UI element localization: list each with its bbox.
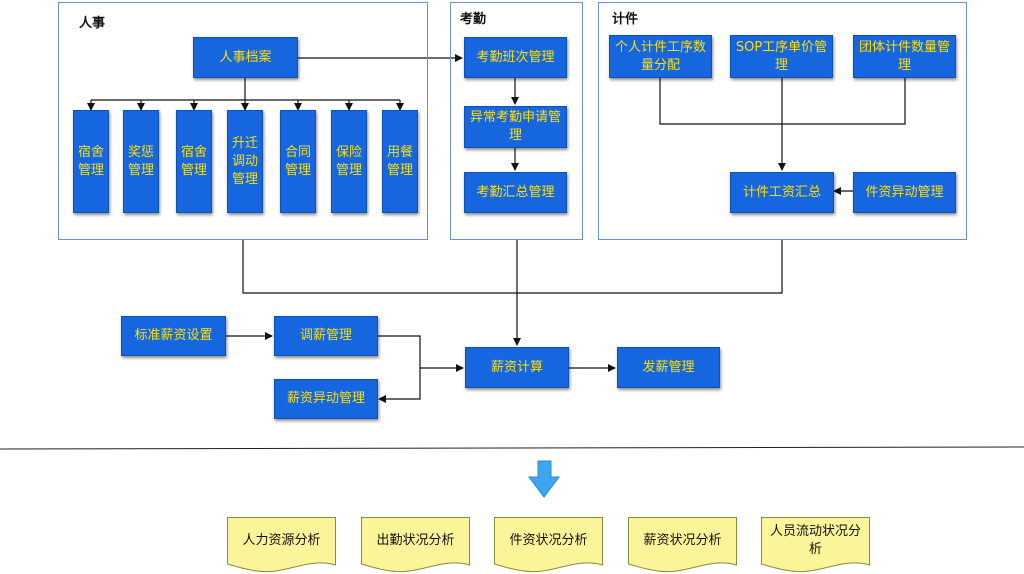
- node-attendance-shift: 考勤班次管理: [464, 37, 567, 78]
- doc-attendance-analysis-label: 出勤状况分析: [376, 533, 455, 548]
- group-piecework-title: 计件: [612, 12, 639, 27]
- doc-attendance-analysis: 出勤状况分析: [361, 517, 470, 573]
- node-hr-archive: 人事档案: [193, 37, 298, 78]
- doc-salary-analysis-label: 薪资状况分析: [643, 533, 722, 548]
- node-piecework-wage-summary: 计件工资汇总: [730, 172, 834, 213]
- doc-hr-analysis: 人力资源分析: [227, 517, 336, 573]
- node-salary-calc: 薪资计算: [465, 347, 569, 388]
- node-hr-insurance: 保险 管理: [331, 110, 367, 213]
- node-piecework-wage-change: 件资异动管理: [853, 172, 956, 213]
- doc-turnover-analysis: 人员流动状况分析: [761, 517, 870, 573]
- node-piecework-personal: 个人计件工序数量分配: [609, 35, 712, 78]
- connector-adjust-to-change: [378, 335, 421, 403]
- group-hr-title: 人事: [79, 16, 106, 31]
- doc-hr-analysis-label: 人力资源分析: [242, 533, 321, 548]
- doc-salary-analysis: 薪资状况分析: [628, 517, 737, 573]
- doc-piecewage-analysis-label: 件资状况分析: [509, 533, 588, 548]
- doc-piecewage-analysis: 件资状况分析: [494, 517, 603, 573]
- node-hr-dorm-1: 宿舍 管理: [73, 110, 109, 213]
- node-salary-change: 薪资异动管理: [274, 379, 378, 419]
- node-attendance-summary: 考勤汇总管理: [464, 172, 567, 213]
- node-piecework-sop: SOP工序单价管理: [730, 35, 833, 78]
- doc-shape: [494, 517, 603, 573]
- node-piecework-team: 团体计件数量管理: [853, 35, 956, 78]
- node-hr-contract: 合同 管理: [280, 110, 316, 213]
- group-hr: [58, 2, 428, 240]
- node-hr-reward: 奖惩 管理: [123, 110, 159, 213]
- doc-shape: [227, 517, 336, 573]
- section-divider: [0, 446, 1024, 450]
- node-salary-payout: 发薪管理: [617, 347, 720, 388]
- node-hr-meal: 用餐 管理: [382, 110, 418, 213]
- down-arrow-icon: [528, 460, 560, 498]
- group-attendance-title: 考勤: [460, 12, 487, 27]
- group-piecework: [598, 2, 967, 240]
- node-attendance-exception: 异常考勤申请管理: [464, 106, 567, 148]
- doc-turnover-analysis-label: 人员流动状况分析: [769, 524, 861, 557]
- node-hr-promotion: 升迁 调动 管理: [227, 110, 263, 213]
- doc-shape: [628, 517, 737, 573]
- node-hr-dorm-2: 宿舍 管理: [176, 110, 212, 213]
- group-attendance: [450, 2, 583, 240]
- connector-groups-bus: [242, 240, 783, 294]
- doc-shape: [361, 517, 470, 573]
- node-salary-standard: 标准薪资设置: [121, 316, 226, 356]
- doc-shape: [761, 517, 870, 573]
- node-salary-adjust: 调薪管理: [274, 316, 378, 356]
